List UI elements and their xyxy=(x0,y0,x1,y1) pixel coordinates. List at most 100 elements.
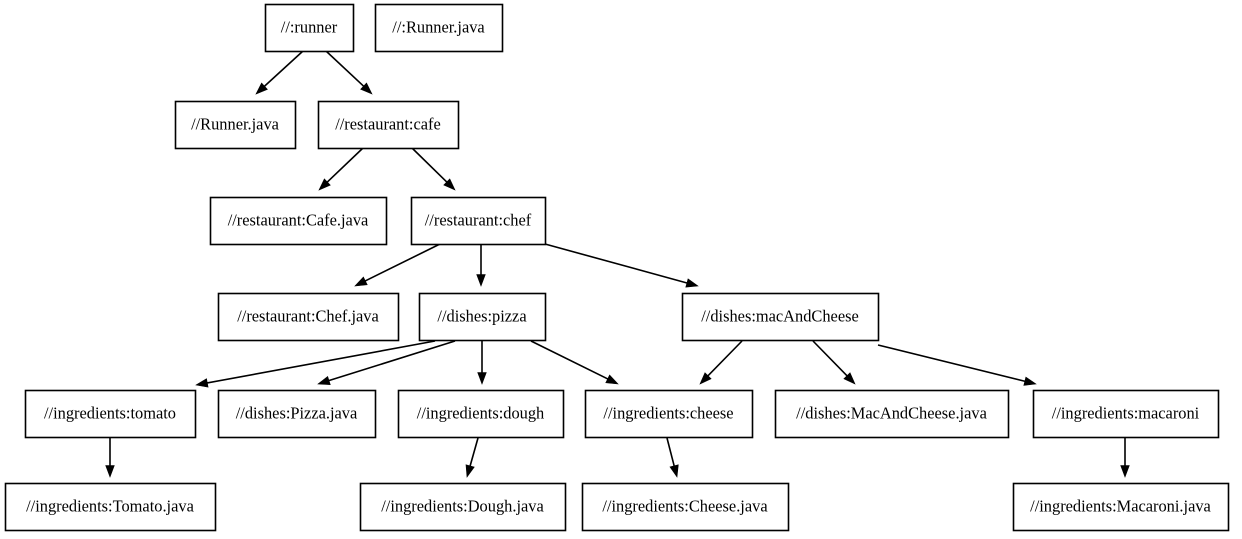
graph-node-dishes_pizza_java[interactable]: //dishes:Pizza.java xyxy=(217,389,377,439)
graph-node-macaroni_java[interactable]: //ingredients:Macaroni.java xyxy=(1012,482,1230,532)
graph-node-dough_java[interactable]: //ingredients:Dough.java xyxy=(359,482,567,532)
edge-arrowhead-icon xyxy=(1120,465,1130,478)
node-box[interactable] xyxy=(174,100,297,150)
edge-arrowhead-icon xyxy=(1023,376,1037,386)
graph-edge xyxy=(666,437,679,478)
edge-arrowhead-icon xyxy=(255,82,268,95)
graph-edge xyxy=(544,243,699,288)
node-label: //restaurant:Chef.java xyxy=(237,306,379,325)
node-label: //restaurant:cafe xyxy=(335,114,441,133)
edge-line xyxy=(325,50,366,88)
graph-node-ingredients_tomato[interactable]: //ingredients:tomato xyxy=(24,389,197,439)
edge-line xyxy=(544,243,689,285)
node-label: //ingredients:tomato xyxy=(44,403,176,422)
node-label: //ingredients:Dough.java xyxy=(381,496,544,515)
node-label: //:runner xyxy=(281,17,338,36)
node-label: //ingredients:cheese xyxy=(603,403,733,422)
graph-node-cheese_java[interactable]: //ingredients:Cheese.java xyxy=(581,482,790,532)
graph-edge xyxy=(318,147,364,191)
node-box[interactable] xyxy=(584,389,754,439)
edge-arrowhead-icon xyxy=(105,465,115,478)
edge-arrowhead-icon xyxy=(318,178,331,191)
edge-line xyxy=(327,340,456,382)
node-box[interactable] xyxy=(581,482,790,532)
edge-arrowhead-icon xyxy=(195,378,209,388)
node-label: //ingredients:Cheese.java xyxy=(602,496,768,515)
edge-line xyxy=(262,50,304,88)
graph-node-dishes_macandcheese[interactable]: //dishes:macAndCheese xyxy=(681,292,880,342)
graph-node-restaurant_chef_java[interactable]: //restaurant:Chef.java xyxy=(217,292,400,342)
node-box[interactable] xyxy=(317,100,460,150)
node-box[interactable] xyxy=(209,196,388,246)
edge-arrowhead-icon xyxy=(843,372,856,385)
node-box[interactable] xyxy=(681,292,880,342)
node-label: //dishes:macAndCheese xyxy=(701,306,859,325)
graph-node-ingredients_cheese[interactable]: //ingredients:cheese xyxy=(584,389,754,439)
graph-edge xyxy=(255,50,304,95)
graph-node-tomato_java[interactable]: //ingredients:Tomato.java xyxy=(4,482,217,532)
graph-node-dishes_pizza[interactable]: //dishes:pizza xyxy=(418,292,547,342)
edge-line xyxy=(325,147,364,184)
edge-arrowhead-icon xyxy=(354,276,368,287)
node-box[interactable] xyxy=(217,389,377,439)
graph-edge xyxy=(812,340,856,385)
graph-edge xyxy=(317,340,456,385)
node-box[interactable] xyxy=(774,389,1010,439)
node-label: //ingredients:macaroni xyxy=(1052,403,1200,422)
node-label: //dishes:MacAndCheese.java xyxy=(796,403,987,422)
edge-arrowhead-icon xyxy=(465,464,475,478)
graph-node-runner[interactable]: //:runner xyxy=(264,3,355,53)
node-box[interactable] xyxy=(4,482,217,532)
edge-line xyxy=(877,344,1027,383)
graph-nodes-layer: //:runner //:Runner.java //Runner.java //re… xyxy=(4,3,1230,532)
graph-node-restaurant_cafe_java[interactable]: //restaurant:Cafe.java xyxy=(209,196,388,246)
graph-edge xyxy=(105,438,115,478)
edge-arrowhead-icon xyxy=(443,178,456,191)
edge-line xyxy=(706,340,743,378)
edge-arrowhead-icon xyxy=(360,82,373,95)
graph-edge xyxy=(411,147,456,191)
edge-arrowhead-icon xyxy=(699,372,712,385)
node-label: //dishes:pizza xyxy=(437,306,527,325)
node-box[interactable] xyxy=(264,3,355,53)
edge-line xyxy=(468,437,479,468)
graph-node-ingredients_dough[interactable]: //ingredients:dough xyxy=(397,389,565,439)
node-box[interactable] xyxy=(24,389,197,439)
graph-node-runner_java_root[interactable]: //:Runner.java xyxy=(374,3,504,53)
node-box[interactable] xyxy=(1012,482,1230,532)
edge-arrowhead-icon xyxy=(669,464,679,478)
node-label: //restaurant:Cafe.java xyxy=(228,210,369,229)
node-box[interactable] xyxy=(359,482,567,532)
edge-arrowhead-icon xyxy=(685,278,699,288)
edge-arrowhead-icon xyxy=(476,274,486,287)
node-box[interactable] xyxy=(418,292,547,342)
node-label: //ingredients:Macaroni.java xyxy=(1030,496,1211,515)
node-label: //restaurant:chef xyxy=(425,210,532,229)
node-label: //Runner.java xyxy=(191,114,280,133)
graph-edge xyxy=(325,50,373,95)
graph-edge xyxy=(877,344,1037,386)
graph-edge xyxy=(476,244,486,287)
graph-node-dishes_mac_java[interactable]: //dishes:MacAndCheese.java xyxy=(774,389,1010,439)
graph-edge xyxy=(1120,438,1130,478)
node-box[interactable] xyxy=(374,3,504,53)
edge-line xyxy=(363,243,441,283)
graph-node-runner_java[interactable]: //Runner.java xyxy=(174,100,297,150)
graph-edge xyxy=(530,340,619,385)
edge-line xyxy=(666,437,676,468)
node-box[interactable] xyxy=(410,196,547,246)
edge-line xyxy=(205,340,436,384)
graph-edge xyxy=(699,340,743,385)
graph-edge xyxy=(477,341,487,385)
graph-node-ingredients_macaroni[interactable]: //ingredients:macaroni xyxy=(1032,389,1220,439)
node-label: //ingredients:dough xyxy=(417,403,544,422)
graph-node-restaurant_chef[interactable]: //restaurant:chef xyxy=(410,196,547,246)
edge-line xyxy=(812,340,849,378)
node-box[interactable] xyxy=(1032,389,1220,439)
edge-arrowhead-icon xyxy=(477,372,487,385)
node-box[interactable] xyxy=(397,389,565,439)
node-box[interactable] xyxy=(217,292,400,342)
graph-node-restaurant_cafe[interactable]: //restaurant:cafe xyxy=(317,100,460,150)
